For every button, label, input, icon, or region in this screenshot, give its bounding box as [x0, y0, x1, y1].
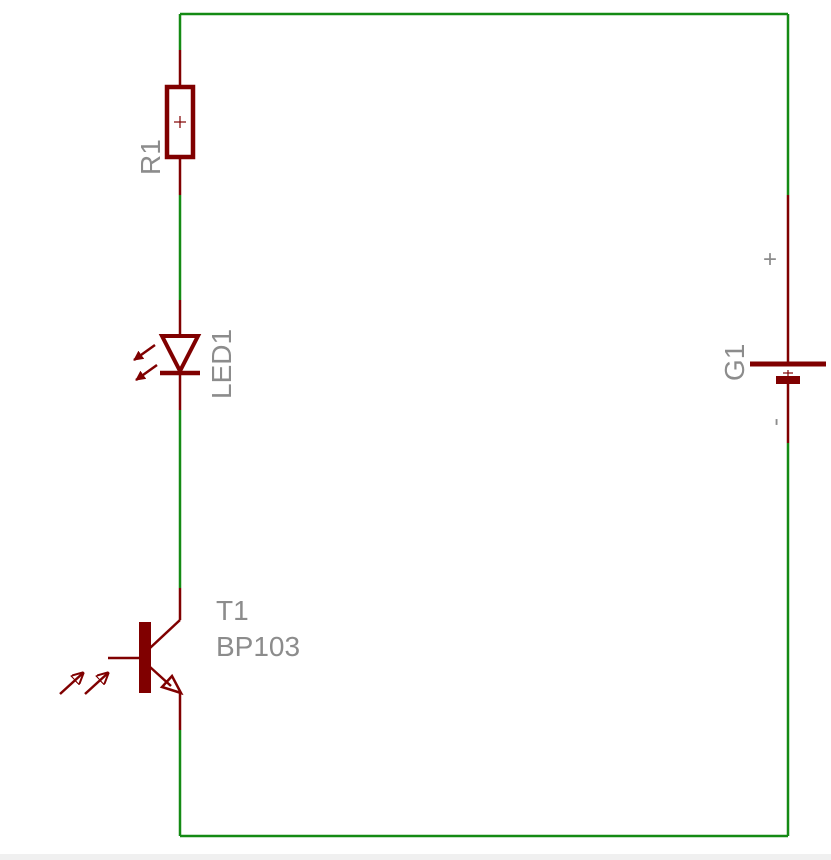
- battery-plus-label: +: [763, 246, 777, 273]
- emitter-arrow-icon: [159, 673, 184, 696]
- r1-label: R1: [135, 139, 166, 175]
- resistor-r1[interactable]: R1: [135, 50, 196, 195]
- led1-label: LED1: [206, 329, 237, 399]
- led-led1[interactable]: LED1: [133, 300, 237, 410]
- transistor-base-bar: [139, 622, 151, 693]
- battery-minus-label: -: [762, 418, 789, 426]
- wires: [178, 12, 790, 838]
- led-emission-arrow: [133, 343, 156, 362]
- bottom-strip: [0, 854, 831, 860]
- light-arrow-icon: [84, 673, 108, 695]
- g1-label: G1: [719, 344, 750, 381]
- t1-value-label: BP103: [216, 631, 300, 662]
- led-emission-arrow: [135, 363, 158, 382]
- phototransistor-t1[interactable]: T1 BP103: [59, 588, 300, 730]
- light-arrow-icon: [59, 673, 83, 695]
- battery-g1[interactable]: + - G1: [719, 195, 826, 443]
- t1-label: T1: [216, 595, 249, 626]
